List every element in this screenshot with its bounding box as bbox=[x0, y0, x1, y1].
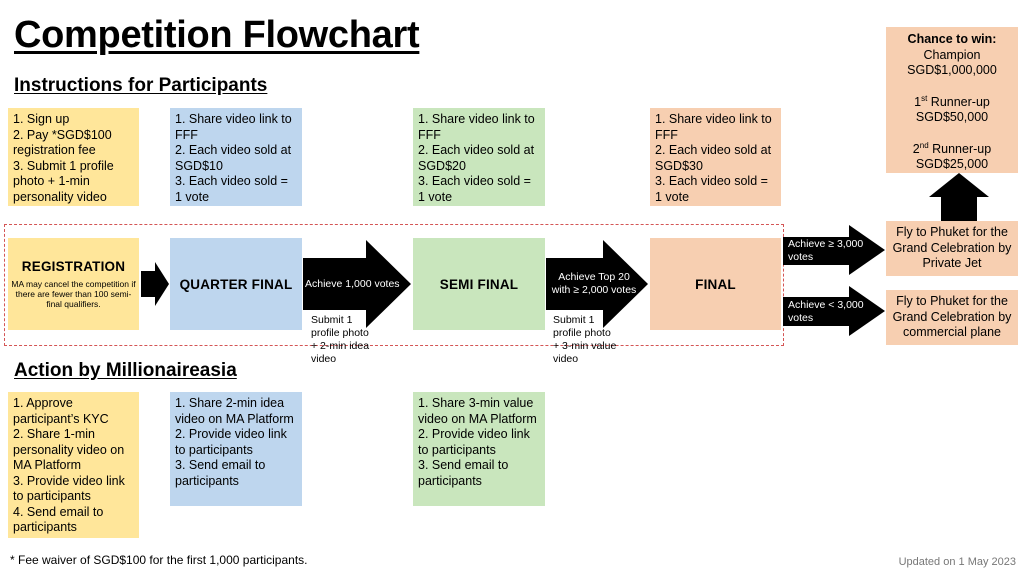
instructions-heading: Instructions for Participants bbox=[14, 75, 268, 96]
ma-registration-actions: 1. Approve participant’s KYC 2. Share 1-… bbox=[8, 392, 139, 538]
ma-quarter-final-actions: 1. Share 2-min idea video on MA Platform… bbox=[170, 392, 302, 506]
registration-to-quarter-arrow bbox=[141, 262, 169, 306]
prize-box: Chance to win: Champion SGD$1,000,000 1s… bbox=[886, 27, 1018, 173]
second-runner-up-amount: SGD$25,000 bbox=[915, 157, 989, 172]
action-heading: Action by Millionaireasia bbox=[14, 360, 237, 381]
arrow-label-achieve-1000: Achieve 1,000 votes bbox=[305, 277, 400, 290]
arrow-label-top-20: Achieve Top 20 with ≥ 2,000 votes bbox=[551, 271, 637, 296]
final-to-high-outcome-arrow bbox=[783, 225, 885, 275]
stage-registration-label: REGISTRATION bbox=[21, 259, 126, 274]
stage-final-label: FINAL bbox=[695, 276, 736, 292]
participant-quarter-final-steps: 1. Share video link to FFF 2. Each video… bbox=[170, 108, 302, 206]
stage-final: FINAL bbox=[650, 238, 781, 330]
arrow-label-high-votes: Achieve ≥ 3,000 votes bbox=[788, 238, 864, 263]
quarter-to-semi-arrow bbox=[303, 240, 411, 328]
registration-cancel-note: MA may cancel the competition if there a… bbox=[11, 279, 136, 309]
first-runner-up-label: 1st Runner-up bbox=[914, 93, 990, 109]
flow-region bbox=[4, 224, 784, 346]
stage-registration: REGISTRATION MA may cancel the competiti… bbox=[8, 238, 139, 330]
outcome-to-prize-arrow bbox=[929, 173, 989, 221]
stage-semi-final-label: SEMI FINAL bbox=[439, 276, 519, 292]
fee-waiver-footnote: * Fee waiver of SGD$100 for the first 1,… bbox=[10, 553, 308, 567]
first-runner-up-amount: SGD$50,000 bbox=[915, 110, 989, 125]
participant-semi-final-steps: 1. Share video link to FFF 2. Each video… bbox=[413, 108, 545, 206]
participant-registration-steps: 1. Sign up 2. Pay *SGD$100 registration … bbox=[8, 108, 139, 206]
page-title: Competition Flowchart bbox=[14, 14, 420, 56]
outcome-private-jet: Fly to Phuket for the Grand Celebration … bbox=[886, 221, 1018, 276]
semi-submit-note: Submit 1 profile photo + 3-min value vid… bbox=[553, 314, 617, 365]
champion-amount: SGD$1,000,000 bbox=[907, 63, 997, 77]
ma-semi-final-actions: 1. Share 3-min value video on MA Platfor… bbox=[413, 392, 545, 506]
stage-quarter-final: QUARTER FINAL bbox=[170, 238, 302, 330]
updated-date: Updated on 1 May 2023 bbox=[898, 556, 1016, 568]
arrow-label-low-votes: Achieve < 3,000 votes bbox=[788, 298, 864, 324]
participant-final-steps: 1. Share video link to FFF 2. Each video… bbox=[650, 108, 781, 206]
second-runner-up-label: 2nd Runner-up bbox=[912, 140, 992, 156]
champion-label: Champion bbox=[923, 47, 981, 62]
quarter-submit-note: Submit 1 profile photo + 2-min idea vide… bbox=[311, 314, 370, 365]
outcome-commercial-plane: Fly to Phuket for the Grand Celebration … bbox=[886, 290, 1018, 345]
final-to-low-outcome-arrow bbox=[783, 286, 885, 336]
stage-quarter-final-label: QUARTER FINAL bbox=[179, 276, 293, 292]
stage-semi-final: SEMI FINAL bbox=[413, 238, 545, 330]
prize-heading: Chance to win: bbox=[907, 32, 997, 46]
semi-to-final-arrow bbox=[546, 240, 648, 328]
